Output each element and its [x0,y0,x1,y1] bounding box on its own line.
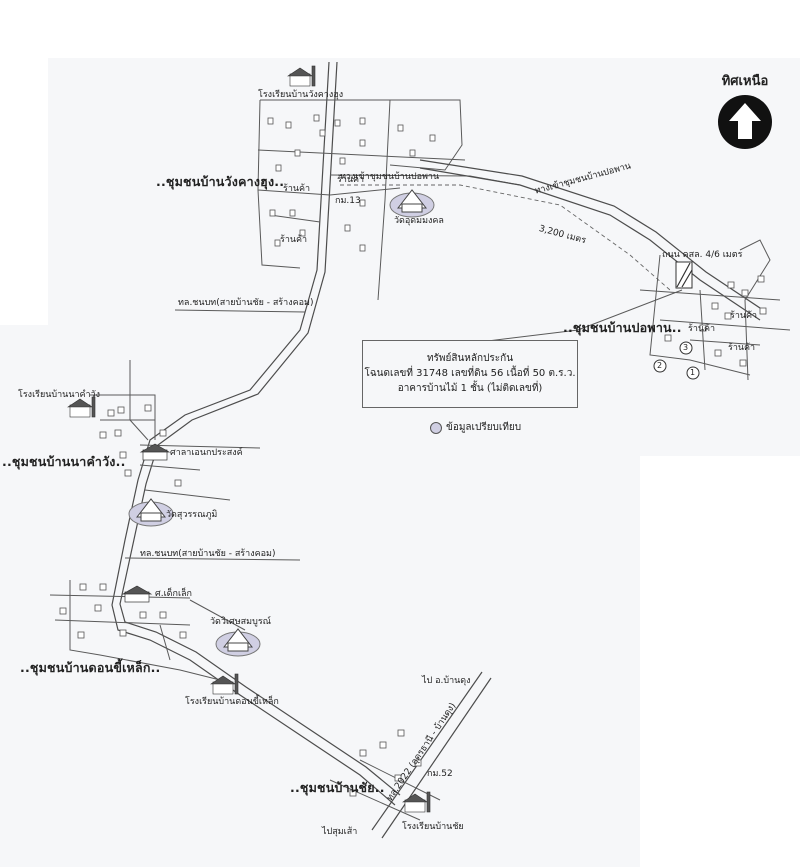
highway-2022-edge [381,677,492,839]
property-building: อาคารบ้านไม้ 1 ชั้น (ไม่ติดเลขที่) [397,383,543,394]
to-ban-dung-label: ไป อ.บ้านดุง [422,676,471,686]
temple-icon-suwannaphum [128,498,174,527]
school-label-wang-khang-hung: โรงเรียนบ้านวังคางฮุง [258,90,344,100]
shop-label-2: ร้านค้า [337,175,365,185]
comparison-dot-icon [430,421,442,434]
road-width-label: ถนน คสล. 4/6 เมตร [662,250,743,260]
child-center-label: ศ.เด็กเล็ก [155,589,192,599]
legend: ข้อมูลเปรียบเทียบ [430,420,521,435]
main-road [111,61,396,806]
community-chai: ..ชุมชนบ้านชัย.. [290,780,385,795]
child-center-icon [121,585,153,603]
road-to-po-phan-edge [419,159,767,313]
property-title: ทรัพย์สินหลักประกัน [426,353,514,364]
north-label: ทิศเหนือ [721,74,769,89]
temple-icon-wisetsombun [215,628,261,657]
property-info-box: ทรัพย์สินหลักประกัน โฉนดเลขที่ 31748 เลข… [362,340,578,408]
marker-3-label: 3 [683,343,689,352]
shop-label-6: ร้านค้า [728,343,756,353]
legend-comparison-label: ข้อมูลเปรียบเทียบ [446,422,522,433]
property-hatch [676,262,693,288]
school-label-don-kho-lek: โรงเรียนบ้านดอนขี้เหล็ก [185,697,279,707]
school-icon-chai [402,791,431,813]
distance-dash [340,184,671,291]
rural-road-label-1: ทล.ชนบท(สายบ้านชัย - สร้างคอม) [178,298,314,308]
school-icon-don-kho-lek [210,673,239,695]
highway-2022 [371,671,483,831]
school-icon-wang-khang-hung [287,65,316,87]
marker-2-label: 2 [657,361,663,370]
school-label-na-kham-wang: โรงเรียนบ้านนาคำวัง [18,390,101,400]
north-arrow-icon [718,95,772,149]
rural-road-pointer-2 [124,557,301,561]
marker-1-label: 1 [690,368,696,377]
entrance-label-1: ทางเข้าชุมชนบ้านปอพาน [340,172,440,182]
community-na-kham-wang: ..ชุมชนบ้านนาคำวัง.. [2,454,126,469]
school-label-chai: โรงเรียนบ้านชัย [402,822,464,832]
main-road-edge [119,61,401,796]
marker-3-circle [679,341,693,355]
shop-label-5: ร้านค้า [688,324,716,334]
temple-icon-udom-mongkhon [389,189,435,218]
temple-label-wisetsombun: วัดวิเศษสมบูรณ์ [210,617,271,627]
km52-label: กม.52 [427,769,453,779]
temple-label-suwannaphum: วัดสุวรรณภูมิ [166,510,218,520]
km13-label: กม.13 [335,196,361,206]
temple-label-udom-mongkhon: วัดอุดมมงคล [394,216,444,226]
marker-2-circle [653,359,667,373]
to-sum-sao-label: ไปสุมเส้า [322,827,358,837]
sala-label: ศาลาเอนกประสงค์ [170,448,243,458]
community-po-phan: ..ชุมชนบ้านปอพาน.. [563,320,682,335]
property-deed: โฉนดเลขที่ 31748 เลขที่ดิน 56 เนื้อที่ 5… [364,368,576,379]
shop-label-1: ร้านค้า [283,184,311,194]
north-indicator: ทิศเหนือ [716,70,774,151]
shop-label-4: ร้านค้า [730,311,758,321]
community-don-kho-lek: ..ชุมชนบ้านดอนขี้เหล็ก.. [20,660,161,675]
wang-khang-hung-grid [257,99,521,301]
road-to-po-phan [419,167,761,321]
community-wang-khang-hung: ..ชุมชนบ้านวังคางฮุง.. [156,174,285,189]
rural-road-pointer-1 [174,309,306,313]
sala-icon [139,443,171,461]
don-kho-lek-grid [49,580,246,681]
rural-road-label-2: ทล.ชนบท(สายบ้านชัย - สร้างคอม) [140,549,276,559]
houses [59,114,767,797]
shop-label-3: ร้านค้า [280,235,308,245]
po-phan-grid [639,239,791,381]
property-pointer [454,289,683,346]
school-icon-na-kham-wang [67,396,96,418]
na-kham-wang-grid [90,360,261,501]
marker-1-circle [686,366,700,380]
